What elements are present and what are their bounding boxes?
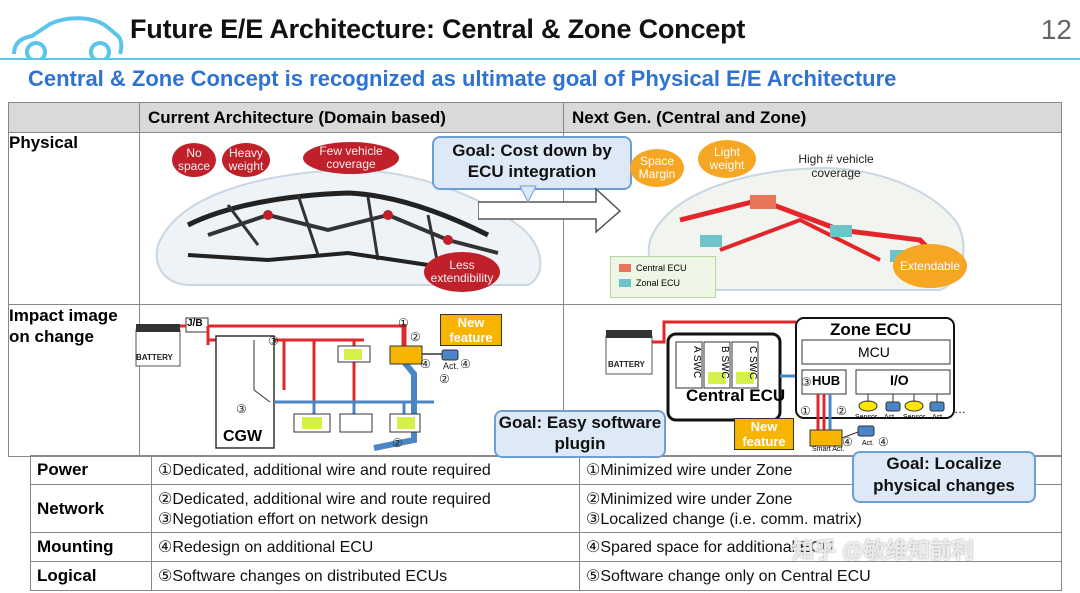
- marker-1-current: ①: [398, 316, 409, 330]
- watermark: 知乎 @敏维知前利: [792, 538, 974, 563]
- central-ecu-label: Central ECU: [686, 386, 786, 405]
- transition-arrow-icon: [478, 185, 622, 234]
- marker-4b-next: ④: [878, 435, 889, 449]
- act-label-io-2: Act.: [932, 414, 945, 421]
- row-label-physical: Physical: [8, 132, 140, 305]
- goal-easy-plugin: Goal: Easy software plugin: [494, 410, 666, 458]
- page-number: 12: [1040, 14, 1072, 45]
- central-ecu-legend-icon: [619, 264, 631, 272]
- marker-2c-current: ②: [392, 436, 403, 450]
- io-ellipsis: …: [954, 402, 966, 416]
- row-label-impact: Impact image on change: [8, 304, 140, 457]
- new-feature-badge-current: New feature: [440, 314, 502, 346]
- cloud-less-extendibility: Less extendibility: [424, 252, 500, 292]
- network-current-line1: ②Dedicated, additional wire and route re…: [158, 490, 491, 508]
- swc-c: C SWC: [747, 346, 758, 380]
- marker-3-next: ③: [801, 375, 812, 389]
- marker-2-next: ②: [836, 404, 847, 418]
- battery-label-next: BATTERY: [608, 360, 645, 369]
- row-label-logical: Logical: [30, 561, 152, 591]
- io-label: I/O: [890, 372, 909, 388]
- smart-act-label: Smart Act.: [812, 446, 845, 453]
- network-next-line2: ③Localized change (i.e. comm. matrix): [586, 510, 862, 528]
- marker-4-current: ④: [420, 357, 431, 371]
- zonal-ecu-legend-icon: [619, 279, 631, 287]
- act-label-next: Act.: [862, 440, 875, 447]
- marker-2b-current: ②: [439, 372, 450, 386]
- jb-label: J/B: [187, 318, 203, 329]
- logical-current: ⑤Software changes on distributed ECUs: [151, 561, 580, 591]
- legend-zonal: Zonal ECU: [636, 278, 681, 288]
- current-wiring-diagram: [135, 317, 459, 451]
- sensor-label-2: Sensor: [903, 414, 926, 421]
- sensor-label-1: Sensor: [855, 414, 878, 421]
- row-label-network: Network: [30, 484, 152, 533]
- logical-next: ⑤Software change only on Central ECU: [579, 561, 1062, 591]
- row-label-power: Power: [30, 455, 152, 485]
- act-label-io-1: Act.: [884, 414, 897, 421]
- cloud-few-vehicle-coverage: Few vehicle coverage: [303, 142, 399, 174]
- car-logo-icon: [12, 16, 124, 58]
- mounting-current: ④Redesign on additional ECU: [151, 532, 580, 562]
- swc-a: A SWC: [691, 346, 702, 379]
- change-impact-table: Power ①Dedicated, additional wire and ro…: [30, 455, 1062, 591]
- marker-2-current: ②: [410, 330, 421, 344]
- col-header-current: Current Architecture (Domain based): [139, 102, 564, 133]
- zone-ecu-label: Zone ECU: [830, 320, 912, 339]
- swc-b: B SWC: [719, 346, 730, 379]
- cgw-label: CGW: [223, 428, 263, 445]
- title-divider: [0, 58, 1080, 60]
- cloud-light-weight: Light weight: [698, 140, 756, 178]
- act-label-current: Act.: [443, 361, 459, 371]
- col-header-next: Next Gen. (Central and Zone): [563, 102, 1062, 133]
- marker-1-next: ①: [800, 404, 811, 418]
- marker-4-next: ④: [842, 435, 853, 449]
- ecu-legend: Central ECU Zonal ECU: [610, 256, 716, 298]
- goal-localize-changes: Goal: Localize physical changes: [852, 451, 1036, 503]
- marker-3b-current: ③: [236, 402, 247, 416]
- cloud-heavy-weight: Heavy weight: [222, 143, 270, 177]
- mcu-label: MCU: [858, 344, 890, 360]
- row-label-mounting: Mounting: [30, 532, 152, 562]
- cloud-space-margin: Space Margin: [630, 149, 684, 187]
- marker-3a-current: ③: [268, 334, 279, 348]
- new-feature-badge-next: New feature: [734, 418, 794, 450]
- next-gen-wiring-diagram: [605, 317, 955, 447]
- slide-title: Future E/E Architecture: Central & Zone …: [130, 14, 746, 44]
- goal-cost-down: Goal: Cost down by ECU integration: [432, 136, 632, 190]
- cloud-no-space: No space: [172, 143, 216, 177]
- network-current: ②Dedicated, additional wire and route re…: [151, 484, 580, 533]
- battery-label-current: BATTERY: [136, 353, 173, 362]
- power-current: ①Dedicated, additional wire and route re…: [151, 455, 580, 485]
- hub-label: HUB: [812, 373, 841, 388]
- marker-4b-current: ④: [460, 357, 471, 371]
- cloud-extendable: Extendable: [893, 244, 967, 288]
- slide-subtitle: Central & Zone Concept is recognized as …: [28, 66, 897, 91]
- network-current-line2: ③Negotiation effort on network design: [158, 510, 429, 528]
- legend-central: Central ECU: [636, 263, 687, 273]
- network-next-line1: ②Minimized wire under Zone: [586, 490, 793, 508]
- next-high-coverage-label: High # vehicle coverage: [798, 152, 874, 180]
